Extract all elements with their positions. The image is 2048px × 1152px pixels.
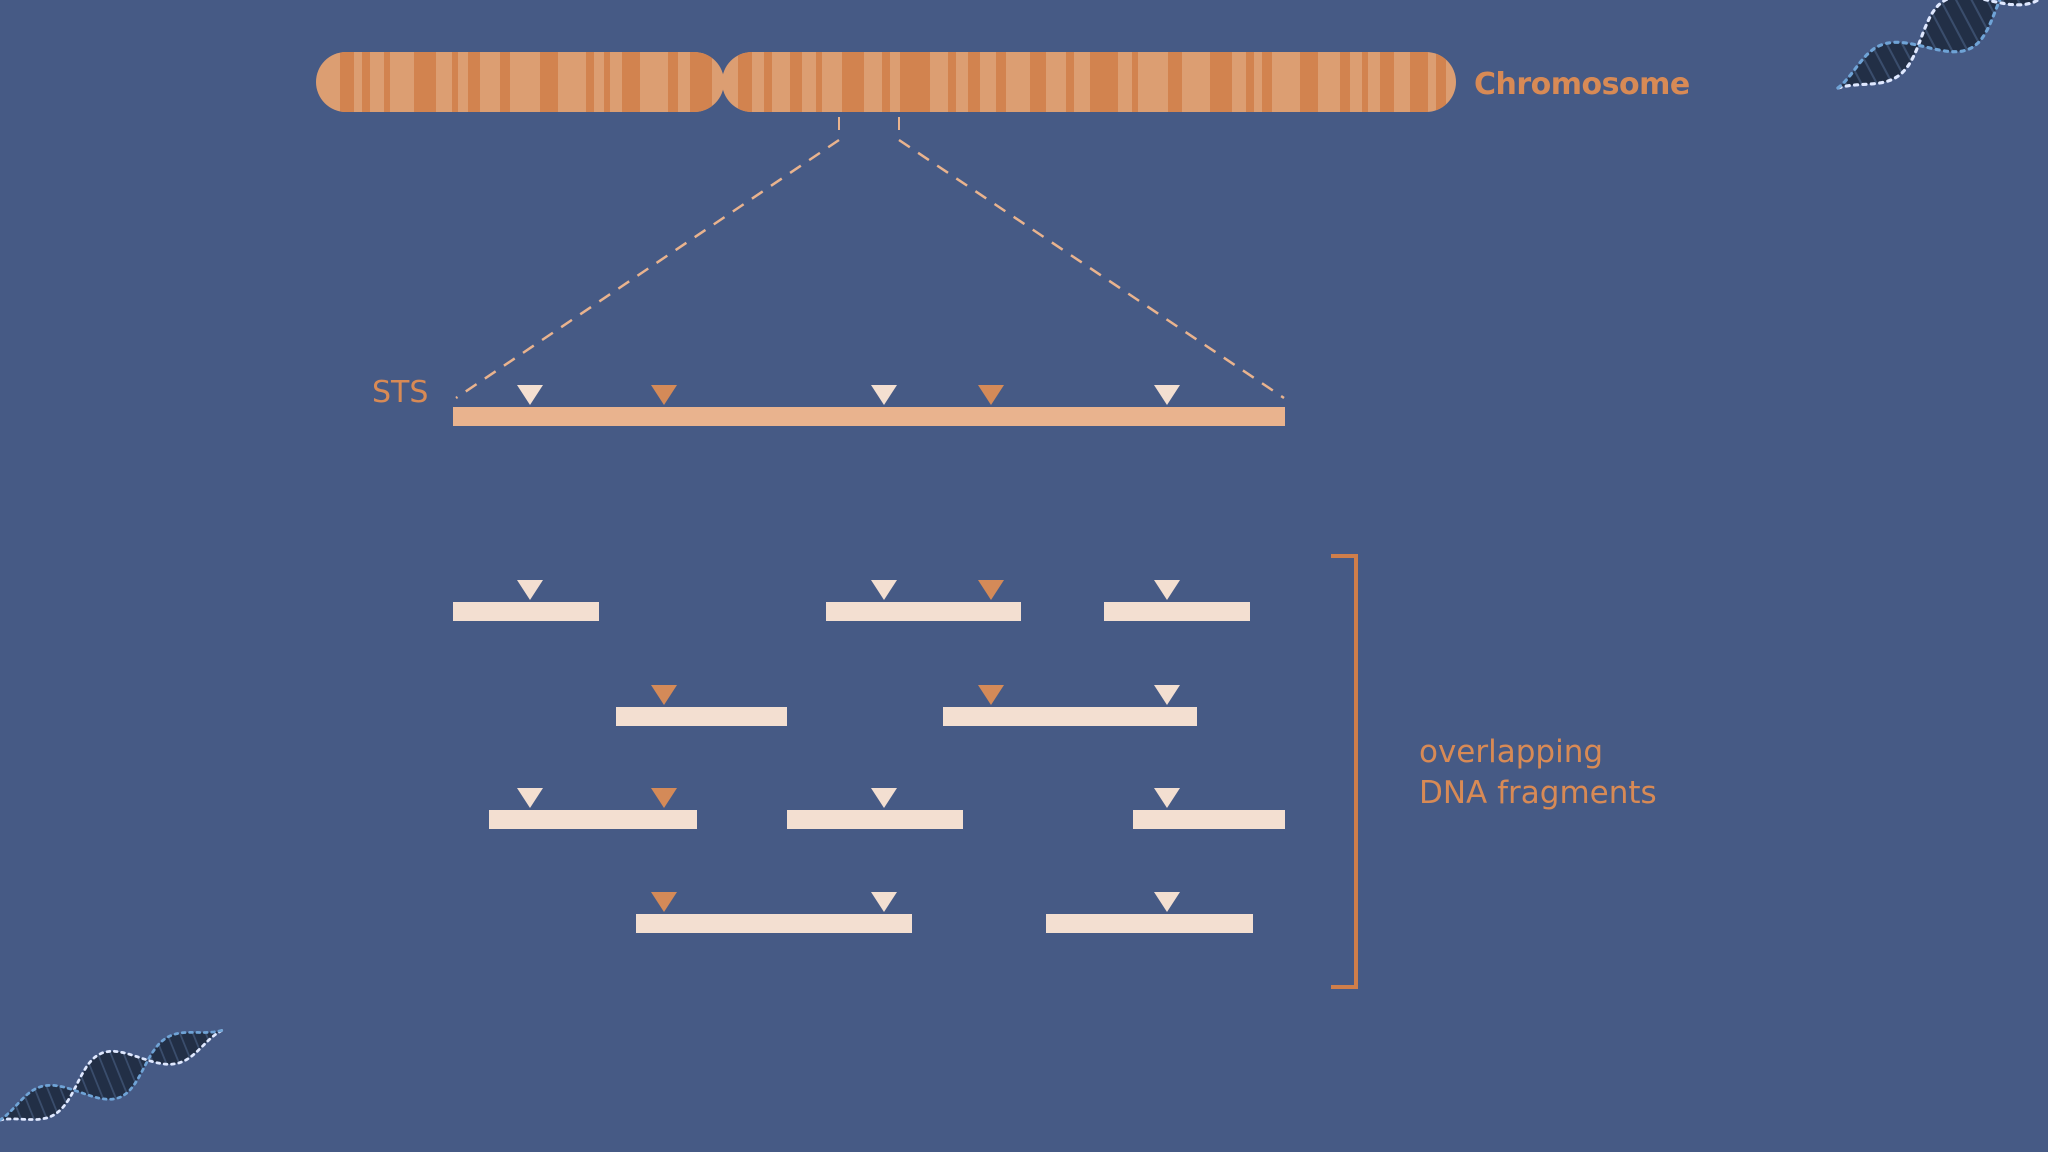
sts-marker-icon xyxy=(871,385,897,405)
chromosome-right-arm xyxy=(722,52,1456,112)
chromosome-band xyxy=(1066,52,1074,112)
zoom-dashed-line-left xyxy=(455,138,840,400)
zoom-indicator xyxy=(455,117,1285,400)
chromosome-band xyxy=(586,52,594,112)
chromosome-band xyxy=(500,52,510,112)
dna-fragment xyxy=(787,788,963,829)
sts-marker-icon xyxy=(1154,385,1180,405)
sequence-bar xyxy=(453,407,1285,426)
fragment-bar xyxy=(1104,602,1250,621)
chromosome-band xyxy=(764,52,772,112)
chromosome-band xyxy=(1132,52,1138,112)
chromosome-band xyxy=(540,52,558,112)
sts-marker-icon xyxy=(651,685,677,705)
dna-fragment xyxy=(943,685,1197,726)
chromosome-band xyxy=(1410,52,1428,112)
dna-fragment xyxy=(1133,788,1285,829)
chromosome-band xyxy=(948,52,956,112)
sts-marker-icon xyxy=(517,385,543,405)
chromosome-band xyxy=(384,52,390,112)
fragment-bar xyxy=(1133,810,1285,829)
chromosome-left-arm xyxy=(316,52,724,112)
sts-marker-icon xyxy=(978,685,1004,705)
sts-label: STS xyxy=(372,375,428,410)
chromosome-band xyxy=(1436,52,1446,112)
dna-fragment xyxy=(826,580,1021,621)
fragment-bar xyxy=(616,707,787,726)
sts-marker-icon xyxy=(651,385,677,405)
dna-fragment xyxy=(1046,892,1253,933)
sts-marker-icon xyxy=(1154,580,1180,600)
chromosome-band xyxy=(340,52,354,112)
dna-helix-icon xyxy=(1836,0,2048,90)
chromosome-band xyxy=(1030,52,1046,112)
dna-fragment xyxy=(616,685,787,726)
fragment-bar xyxy=(453,602,599,621)
dna-fragment xyxy=(1104,580,1250,621)
sts-marker-icon xyxy=(871,788,897,808)
chromosome-band xyxy=(968,52,980,112)
chromosome-band xyxy=(900,52,930,112)
chromosome-band xyxy=(668,52,678,112)
sts-marker-icon xyxy=(651,788,677,808)
chromosome-band xyxy=(622,52,640,112)
chromosome-band xyxy=(1380,52,1394,112)
fragment-bar xyxy=(636,914,912,933)
chromosome-band xyxy=(1262,52,1272,112)
chromosome-band xyxy=(882,52,890,112)
fragment-bar xyxy=(943,707,1197,726)
chromosome-band xyxy=(790,52,802,112)
sts-marker-icon xyxy=(1154,685,1180,705)
chromosome-band xyxy=(452,52,458,112)
fragments-bracket xyxy=(1331,554,1358,989)
fragment-bar xyxy=(489,810,697,829)
chromosome-band xyxy=(604,52,610,112)
chromosome-band xyxy=(816,52,822,112)
sts-marker-icon xyxy=(978,580,1004,600)
chromosome-band xyxy=(1246,52,1254,112)
chromosome xyxy=(316,52,1456,112)
chromosome-label: Chromosome xyxy=(1474,67,1690,102)
sts-marker-icon xyxy=(1154,788,1180,808)
chromosome-band xyxy=(414,52,436,112)
chromosome-band xyxy=(1168,52,1182,112)
fragment-bar xyxy=(826,602,1021,621)
dna-fragment xyxy=(636,892,912,933)
sts-marker-icon xyxy=(871,892,897,912)
sts-marker-icon xyxy=(978,385,1004,405)
genomic-sequence xyxy=(453,385,1285,426)
dna-fragment xyxy=(489,788,697,829)
sts-marker-icon xyxy=(517,788,543,808)
chromosome-band xyxy=(1362,52,1368,112)
zoom-dashed-line-right xyxy=(898,138,1285,400)
fragment-bar xyxy=(1046,914,1253,933)
sts-marker-icon xyxy=(1154,892,1180,912)
dna-fragments xyxy=(453,580,1285,933)
chromosome-band xyxy=(996,52,1006,112)
fragments-label-line2: DNA fragments xyxy=(1419,775,1657,811)
sts-marker-icon xyxy=(651,892,677,912)
chromosome-band xyxy=(1090,52,1118,112)
chromosome-band xyxy=(1340,52,1350,112)
fragments-label-line1: overlapping xyxy=(1419,734,1603,770)
chromosome-band xyxy=(738,52,752,112)
sts-marker-icon xyxy=(871,580,897,600)
chromosome-band xyxy=(1210,52,1232,112)
chromosome-band xyxy=(842,52,864,112)
dna-helix-icon xyxy=(0,1029,224,1122)
chromosome-band xyxy=(468,52,480,112)
chromosome-band xyxy=(362,52,370,112)
chromosome-band xyxy=(1300,52,1318,112)
sts-marker-icon xyxy=(517,580,543,600)
fragment-bar xyxy=(787,810,963,829)
dna-fragment xyxy=(453,580,599,621)
chromosome-band xyxy=(690,52,712,112)
